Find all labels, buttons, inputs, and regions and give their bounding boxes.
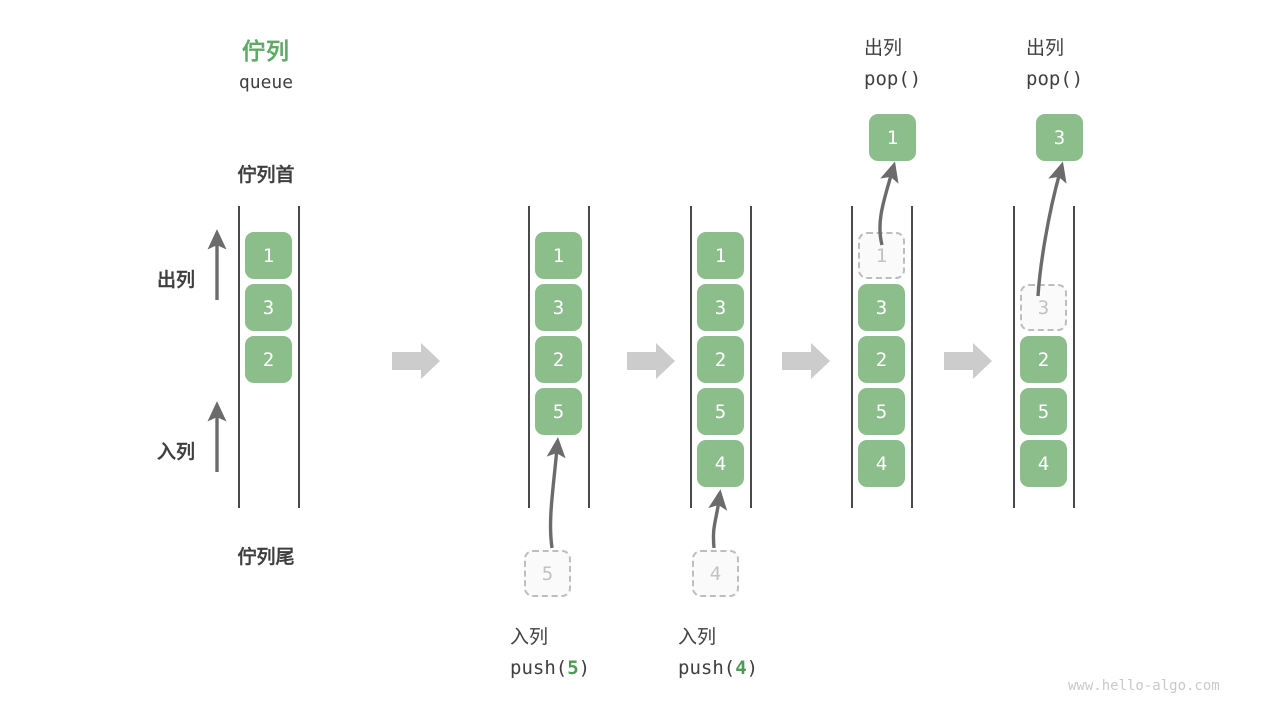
queue-cell: 1 bbox=[697, 232, 744, 279]
queue-rail-right bbox=[1073, 206, 1075, 508]
pop-1-caption-code: pop() bbox=[864, 68, 921, 90]
queue-tail-label: 佇列尾 bbox=[237, 546, 295, 568]
queue-column-pop-3: 3 2 5 4 bbox=[1013, 206, 1075, 508]
queue-rail-left bbox=[1013, 206, 1015, 508]
incoming-element-5: 5 bbox=[524, 550, 571, 597]
enqueue-direction-label: 入列 bbox=[156, 441, 195, 463]
incoming-element-4: 4 bbox=[692, 550, 739, 597]
step-arrow-icon bbox=[782, 343, 830, 379]
dequeue-direction-label: 出列 bbox=[156, 269, 195, 291]
queue-cell: 2 bbox=[697, 336, 744, 383]
push-5-caption-cn: 入列 bbox=[510, 626, 549, 648]
queue-column-initial: 1 3 2 bbox=[238, 206, 300, 508]
queue-cell-new: 4 bbox=[697, 440, 744, 487]
queue-cell: 1 bbox=[535, 232, 582, 279]
queue-cell-removed: 3 bbox=[1020, 284, 1067, 331]
push-5-code-suffix: ) bbox=[578, 657, 591, 679]
pop-3-code-suffix: ) bbox=[1071, 68, 1084, 90]
queue-cell: 5 bbox=[1020, 388, 1067, 435]
queue-rail-left bbox=[690, 206, 692, 508]
diagram-title-cn: 佇列 bbox=[242, 39, 290, 65]
push-5-code-prefix: push( bbox=[510, 657, 568, 679]
queue-cell: 2 bbox=[1020, 336, 1067, 383]
queue-cell: 3 bbox=[697, 284, 744, 331]
queue-cell: 2 bbox=[245, 336, 292, 383]
queue-column-pop-1: 1 3 2 5 4 bbox=[851, 206, 913, 508]
outgoing-element-1: 1 bbox=[869, 114, 916, 161]
queue-rail-left bbox=[528, 206, 530, 508]
queue-cell-removed: 1 bbox=[858, 232, 905, 279]
queue-cell: 4 bbox=[1020, 440, 1067, 487]
queue-head-label: 佇列首 bbox=[237, 164, 295, 186]
diagram-title-en: queue bbox=[238, 72, 294, 93]
queue-cell: 3 bbox=[858, 284, 905, 331]
queue-cell: 5 bbox=[697, 388, 744, 435]
step-arrow-icon bbox=[944, 343, 992, 379]
queue-cell: 2 bbox=[535, 336, 582, 383]
queue-cell-new: 5 bbox=[535, 388, 582, 435]
queue-cell: 3 bbox=[535, 284, 582, 331]
queue-rail-left bbox=[238, 206, 240, 508]
queue-cell: 2 bbox=[858, 336, 905, 383]
push-4-caption-code: push(4) bbox=[678, 657, 758, 679]
queue-cell: 4 bbox=[858, 440, 905, 487]
pop-1-caption-cn: 出列 bbox=[864, 37, 903, 59]
pop-1-code-suffix: ) bbox=[909, 68, 922, 90]
step-arrow-icon bbox=[392, 343, 440, 379]
queue-rail-right bbox=[911, 206, 913, 508]
push-5-code-arg: 5 bbox=[567, 657, 579, 679]
push-4-code-arg: 4 bbox=[735, 657, 747, 679]
push-4-code-suffix: ) bbox=[746, 657, 759, 679]
pop-3-code-prefix: pop( bbox=[1026, 68, 1072, 90]
outgoing-element-3: 3 bbox=[1036, 114, 1083, 161]
push-5-caption-code: push(5) bbox=[510, 657, 590, 679]
queue-cell: 5 bbox=[858, 388, 905, 435]
queue-column-push-5: 1 3 2 5 bbox=[528, 206, 590, 508]
pop-3-caption-code: pop() bbox=[1026, 68, 1083, 90]
queue-rail-right bbox=[588, 206, 590, 508]
queue-rail-right bbox=[298, 206, 300, 508]
push-4-code-prefix: push( bbox=[678, 657, 736, 679]
queue-cell: 3 bbox=[245, 284, 292, 331]
queue-rail-left bbox=[851, 206, 853, 508]
pop-1-code-prefix: pop( bbox=[864, 68, 910, 90]
site-watermark: www.hello-algo.com bbox=[1068, 678, 1220, 694]
pop-3-caption-cn: 出列 bbox=[1026, 37, 1065, 59]
queue-rail-right bbox=[750, 206, 752, 508]
step-arrow-icon bbox=[627, 343, 675, 379]
queue-cell: 1 bbox=[245, 232, 292, 279]
queue-column-push-4: 1 3 2 5 4 bbox=[690, 206, 752, 508]
push-4-caption-cn: 入列 bbox=[678, 626, 717, 648]
